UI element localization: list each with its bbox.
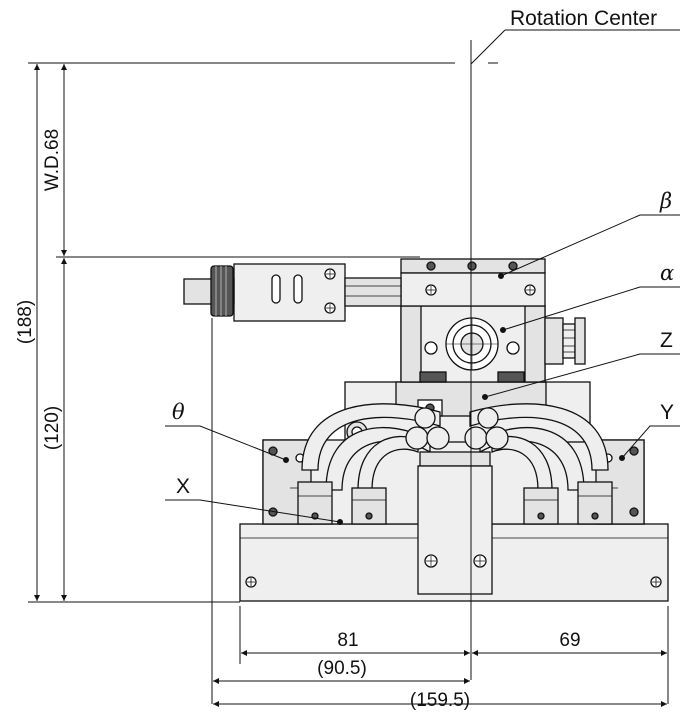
alpha-stage <box>400 305 586 383</box>
overall-width-label: (159.5) <box>410 690 470 711</box>
beta-leader <box>500 214 680 277</box>
leader-lines <box>165 214 680 525</box>
y-leader <box>621 425 680 459</box>
y-label: Y <box>660 401 674 424</box>
body-height-label: (120) <box>42 406 63 450</box>
right-width-label: 69 <box>559 630 580 651</box>
tubes <box>301 403 609 491</box>
beta-label: β <box>659 189 672 213</box>
tube-fittings <box>297 481 613 525</box>
theta-label: θ <box>172 400 185 424</box>
beta-micrometer <box>183 263 402 322</box>
x-label: X <box>176 475 190 498</box>
x-leader <box>165 499 341 523</box>
z-leader <box>484 353 680 398</box>
beta-stage <box>400 258 546 307</box>
stage-assembly <box>183 258 669 602</box>
wd-dimension-label: W.D.68 <box>42 129 63 191</box>
dimension-lines <box>34 64 667 707</box>
alpha-label: α <box>660 261 674 285</box>
total-height-label: (188) <box>15 300 36 344</box>
alpha-leader <box>502 286 680 331</box>
left-width-label: 81 <box>337 630 358 651</box>
left-width-total-label: (90.5) <box>317 658 367 679</box>
z-label: Z <box>660 329 673 352</box>
rotation-center-label: Rotation Center <box>510 7 657 30</box>
theta-leader <box>165 425 287 461</box>
center-bracket <box>417 451 493 595</box>
extension-lines <box>28 29 680 704</box>
